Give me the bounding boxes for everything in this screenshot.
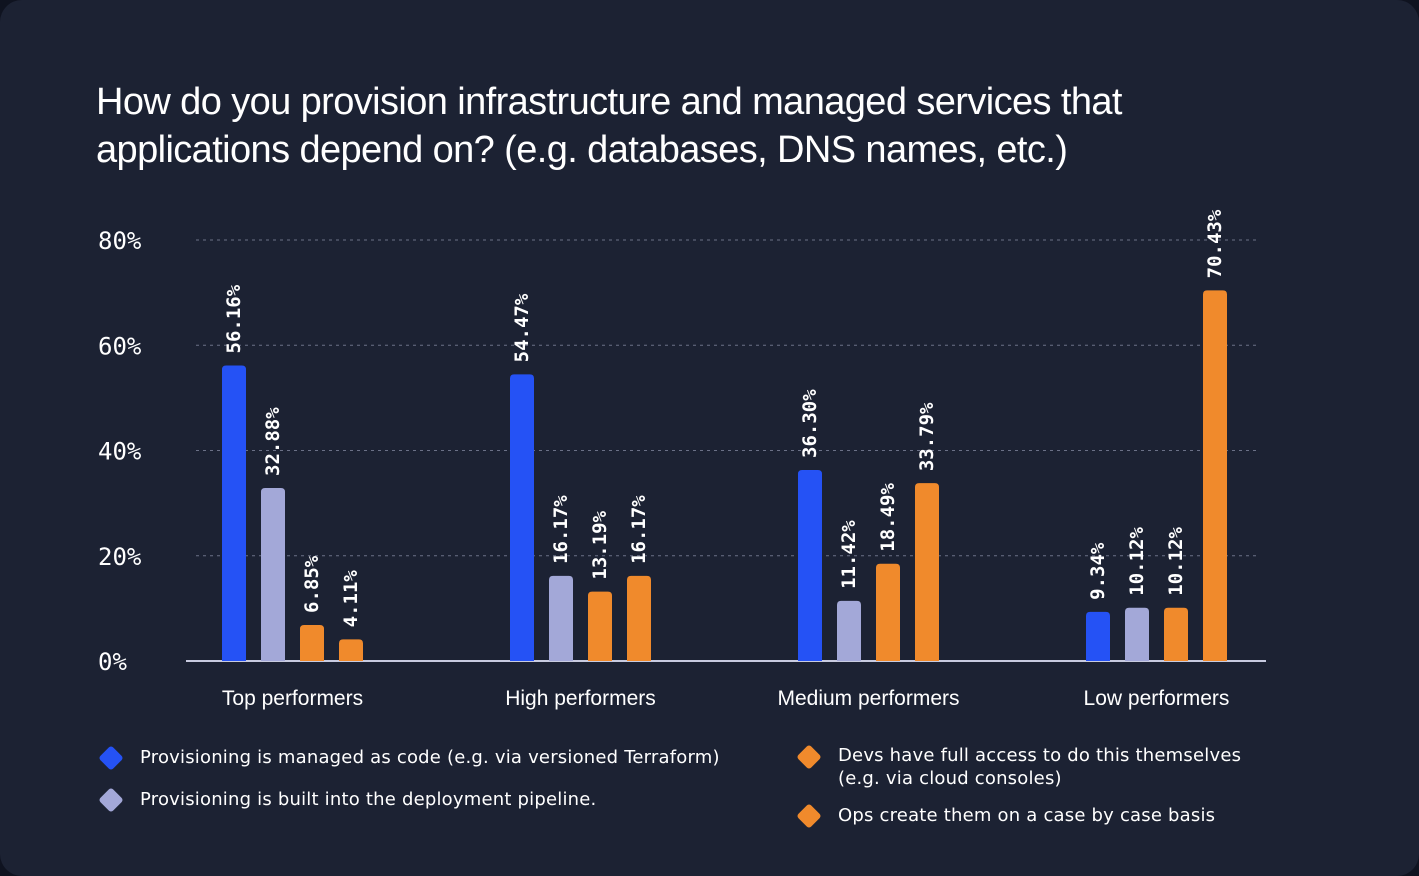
bar: [798, 469, 822, 661]
bar: [837, 600, 861, 661]
bar: [261, 487, 285, 661]
x-category-label: Low performers: [1084, 687, 1230, 710]
bar: [300, 624, 324, 661]
legend-label: Devs have full access to do this themsel…: [838, 744, 1241, 790]
bar-value-label: 6.85%: [301, 555, 323, 613]
y-tick-label: 20%: [98, 543, 142, 571]
y-tick-label: 60%: [98, 332, 142, 360]
legend-label-line: Devs have full access to do this themsel…: [838, 745, 1242, 766]
legend-label-line: (e.g. via cloud consoles): [838, 768, 1062, 789]
bar: [915, 483, 939, 661]
bar: [510, 374, 534, 661]
chart-title-line-1: How do you provision infrastructure and …: [96, 81, 1122, 123]
legend-label-line: Provisioning is managed as code (e.g. vi…: [140, 747, 720, 768]
legend-label-line: Ops create them on a case by case basis: [838, 805, 1216, 826]
x-category-label: High performers: [505, 687, 656, 710]
bar: [1164, 607, 1188, 661]
y-tick-label: 40%: [98, 438, 142, 466]
bar-value-label: 70.43%: [1204, 209, 1226, 278]
legend-label: Provisioning is built into the deploymen…: [140, 788, 596, 811]
bar-value-label: 36.30%: [799, 389, 821, 458]
bar: [549, 575, 573, 661]
bar-value-label: 13.19%: [589, 510, 611, 579]
bar-value-label: 9.34%: [1087, 542, 1109, 600]
x-category-label: Medium performers: [777, 687, 959, 710]
bar-value-label: 11.42%: [838, 520, 860, 589]
y-tick-label: 80%: [98, 227, 142, 255]
bar: [1203, 290, 1227, 661]
legend-label: Ops create them on a case by case basis: [838, 804, 1215, 827]
bar: [222, 365, 246, 661]
bar-value-label: 33.79%: [916, 402, 938, 471]
legend-label: Provisioning is managed as code (e.g. vi…: [140, 746, 720, 769]
chart-title: How do you provision infrastructure and …: [96, 78, 1296, 174]
y-tick-label: 0%: [98, 648, 127, 676]
legend-label-line: Provisioning is built into the deploymen…: [140, 789, 597, 810]
bar-value-label: 16.17%: [628, 495, 650, 564]
bar-value-label: 32.88%: [262, 407, 284, 476]
bar-value-label: 4.11%: [340, 570, 362, 628]
bar: [876, 563, 900, 661]
bar: [1086, 611, 1110, 661]
x-category-label: Top performers: [222, 687, 363, 710]
bar: [627, 575, 651, 661]
bar-value-label: 18.49%: [877, 483, 899, 552]
chart-title-line-2: applications depend on? (e.g. databases,…: [96, 129, 1068, 171]
bar: [339, 639, 363, 661]
bar-value-label: 10.12%: [1165, 527, 1187, 596]
bar-value-label: 56.16%: [223, 284, 245, 353]
bar-value-label: 54.47%: [511, 293, 533, 362]
bar: [1125, 607, 1149, 661]
bar-value-label: 10.12%: [1126, 527, 1148, 596]
bar: [588, 591, 612, 661]
bar-value-label: 16.17%: [550, 495, 572, 564]
